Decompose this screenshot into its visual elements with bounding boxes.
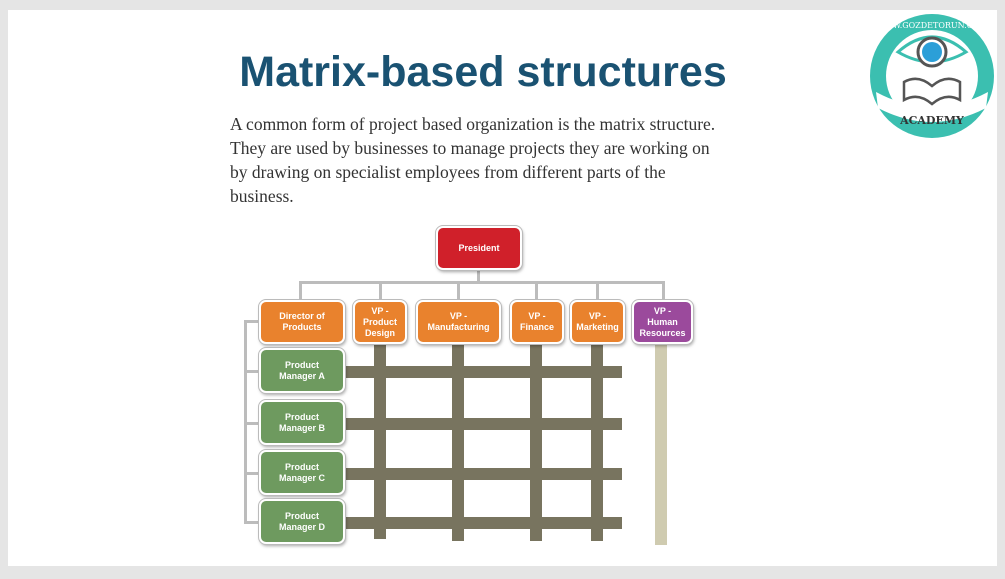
grid-bar xyxy=(344,517,622,529)
box-product-manager-c: Product Manager C xyxy=(259,450,345,495)
connector xyxy=(596,281,599,301)
grid-bar xyxy=(374,343,386,539)
connector xyxy=(244,320,260,323)
academy-logo: ACADEMY WWW.GOZDETORUN.COM xyxy=(868,12,996,140)
connector xyxy=(244,521,260,524)
connector xyxy=(244,370,260,373)
grid-bar xyxy=(344,366,622,378)
connector xyxy=(299,281,665,284)
box-president: President xyxy=(436,226,522,270)
connector xyxy=(379,281,382,301)
connector xyxy=(299,281,302,301)
slide-body-text: A common form of project based organizat… xyxy=(230,114,716,206)
box-vp-product-design: VP - Product Design xyxy=(353,300,407,344)
grid-bar xyxy=(591,343,603,541)
box-product-manager-b: Product Manager B xyxy=(259,400,345,445)
box-director-of-products: Director of Products xyxy=(259,300,345,344)
grid-bar xyxy=(452,343,464,541)
box-vp-marketing: VP - Marketing xyxy=(570,300,625,344)
svg-text:WWW.GOZDETORUN.COM: WWW.GOZDETORUN.COM xyxy=(876,21,987,30)
box-product-manager-d: Product Manager D xyxy=(259,499,345,544)
grid-bar xyxy=(530,343,542,541)
svg-text:ACADEMY: ACADEMY xyxy=(899,114,964,127)
connector xyxy=(477,268,480,283)
box-product-manager-a: Product Manager A xyxy=(259,348,345,393)
connector xyxy=(662,281,665,301)
grid-bar xyxy=(344,418,622,430)
connector xyxy=(535,281,538,301)
connector xyxy=(244,472,260,475)
connector xyxy=(457,281,460,301)
grid-bar xyxy=(344,468,622,480)
hr-bar xyxy=(655,343,667,545)
slide-title: Matrix-based structures xyxy=(239,48,727,96)
box-vp-finance: VP - Finance xyxy=(510,300,564,344)
box-vp-human-resources: VP - Human Resources xyxy=(632,300,693,344)
box-vp-manufacturing: VP - Manufacturing xyxy=(416,300,501,344)
connector xyxy=(244,422,260,425)
slide: Matrix-based structures A common form of… xyxy=(8,10,997,566)
